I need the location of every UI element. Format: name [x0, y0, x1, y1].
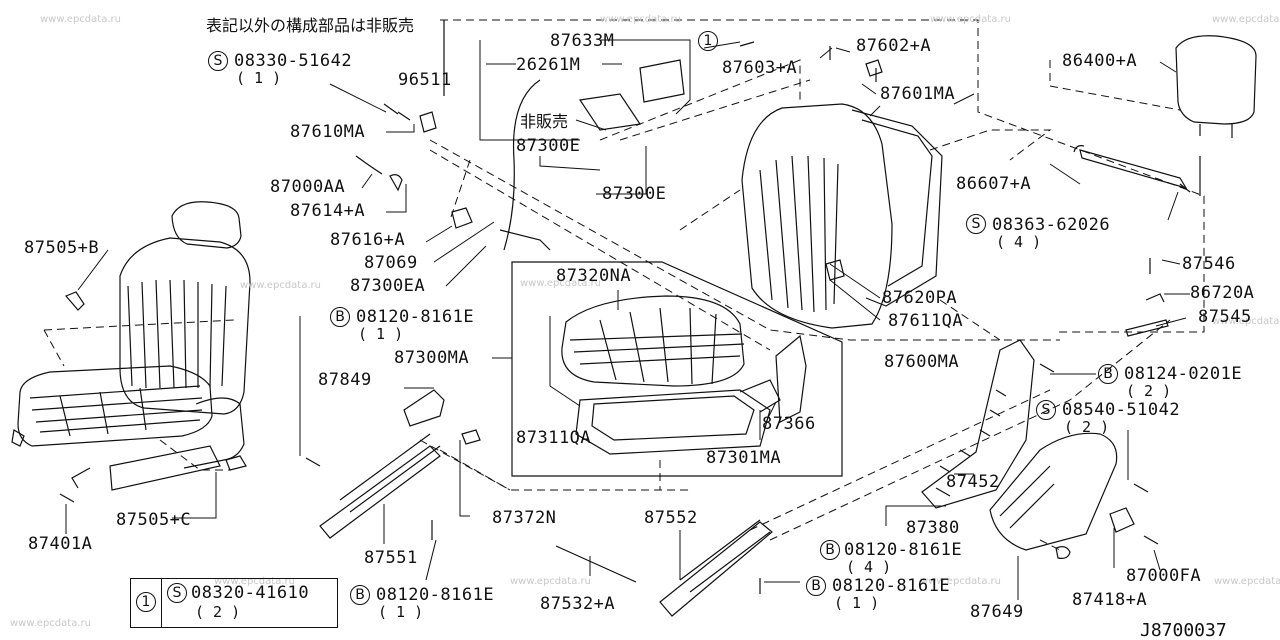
quantity-label: ( 1 ): [834, 594, 880, 612]
watermark: www.epcdata.ru: [1212, 316, 1280, 327]
marker-S: S: [1036, 400, 1056, 420]
part-label-86607A: 86607+A: [956, 174, 1032, 194]
part-label-86720A: 86720A: [1190, 283, 1255, 303]
marker-S: S: [208, 51, 228, 71]
watermark: www.epcdata.ru: [240, 280, 321, 291]
part-label-96511: 96511: [398, 70, 452, 90]
watermark: www.epcdata.ru: [214, 576, 295, 587]
part-label-87545: 87545: [1198, 307, 1252, 327]
part-label-87452: 87452: [946, 472, 1000, 492]
part-label-87320NA: 87320NA: [556, 266, 632, 286]
part-label-87372N: 87372N: [492, 508, 557, 528]
part-label-87301MA: 87301MA: [706, 448, 782, 468]
part-label-87300E: 87300E: [602, 184, 667, 204]
part-label-87611QA: 87611QA: [888, 311, 964, 331]
marker-B: B: [1098, 364, 1118, 384]
watermark: www.epcdata.ru: [920, 576, 1001, 587]
watermark: www.epcdata.ru: [930, 14, 1011, 25]
part-label-87505C: 87505+C: [116, 510, 192, 530]
part-label-87633M: 87633M: [550, 31, 615, 51]
part-label-87300E: 87300E: [516, 136, 581, 156]
marker-B: B: [350, 585, 370, 605]
legend-prefix-marker: S: [167, 583, 187, 603]
watermark: www.epcdata.ru: [40, 14, 121, 25]
quantity-label: ( 1 ): [378, 603, 424, 621]
part-label-87551: 87551: [364, 548, 418, 568]
marker-B: B: [820, 540, 840, 560]
header-note: 表記以外の構成部品は非販売: [206, 16, 415, 35]
part-label-08540-51042: 08540-51042: [1062, 400, 1181, 420]
part-label-08363-62026: 08363-62026: [992, 215, 1111, 235]
part-label-87849: 87849: [318, 370, 372, 390]
part-label-87311QA: 87311QA: [516, 428, 592, 448]
legend-table: 1 S 08320-41610 ( 2 ): [130, 578, 338, 628]
part-label-87552: 87552: [644, 508, 698, 528]
part-label-87380: 87380: [906, 518, 960, 538]
part-label-87614A: 87614+A: [290, 201, 366, 221]
part-label-87603A: 87603+A: [722, 58, 798, 78]
marker-S: S: [966, 214, 986, 234]
part-label-87602A: 87602+A: [856, 36, 932, 56]
legend-divider: [161, 579, 163, 627]
part-label-87616A: 87616+A: [330, 230, 406, 250]
watermark: www.epcdata.ru: [510, 576, 591, 587]
part-label-87601MA: 87601MA: [880, 84, 956, 104]
watermark: www.epcdata.ru: [520, 278, 601, 289]
watermark: www.epcdata.ru: [600, 14, 681, 25]
part-label-08120-8161E: 08120-8161E: [376, 585, 495, 605]
part-label-87600MA: 87600MA: [884, 352, 960, 372]
part-label-08120-8161E: 08120-8161E: [844, 540, 963, 560]
part-label-87649: 87649: [970, 602, 1024, 622]
part-label-87610MA: 87610MA: [290, 122, 366, 142]
legend-part-number: 08320-41610: [191, 583, 310, 603]
part-label-87366: 87366: [762, 414, 816, 434]
part-label-08120-8161E: 08120-8161E: [832, 576, 951, 596]
part-label-08330-51642: 08330-51642: [234, 51, 353, 71]
quantity-label: ( 4 ): [996, 233, 1042, 251]
watermark: www.epcdata.ru: [1214, 576, 1280, 587]
quantity-label: ( 2 ): [1126, 382, 1172, 400]
part-label-nonsale: 非販売: [520, 112, 569, 131]
part-label-08120-8161E: 08120-8161E: [356, 307, 475, 327]
quantity-label: ( 2 ): [1064, 418, 1110, 436]
part-label-87401A: 87401A: [28, 534, 93, 554]
part-label-08124-0201E: 08124-0201E: [1124, 364, 1243, 384]
marker-B: B: [806, 576, 826, 596]
legend-quantity: ( 2 ): [195, 603, 241, 621]
part-label-87532A: 87532+A: [540, 594, 616, 614]
quantity-label: ( 1 ): [358, 325, 404, 343]
part-label-87000AA: 87000AA: [270, 177, 346, 197]
part-label-87069: 87069: [364, 253, 418, 273]
part-label-87300EA: 87300EA: [350, 276, 426, 296]
part-label-87300MA: 87300MA: [394, 348, 470, 368]
part-label-87418A: 87418+A: [1072, 590, 1148, 610]
part-label-26261M: 26261M: [516, 55, 581, 75]
quantity-label: ( 4 ): [846, 558, 892, 576]
diagram-reference-id: J8700037: [1140, 620, 1227, 640]
marker-B: B: [330, 307, 350, 327]
part-label-87505B: 87505+B: [24, 238, 100, 258]
part-label-87620PA: 87620PA: [882, 288, 958, 308]
legend-index-marker: 1: [136, 592, 156, 612]
part-label-86400A: 86400+A: [1062, 51, 1138, 71]
watermark: www.epcdata.ru: [10, 618, 91, 629]
quantity-label: ( 1 ): [236, 69, 282, 87]
watermark: www.epcdata.ru: [1212, 14, 1280, 25]
part-label-87000FA: 87000FA: [1126, 566, 1202, 586]
part-label-87546: 87546: [1182, 254, 1236, 274]
marker-circled-1: 1: [698, 31, 718, 51]
